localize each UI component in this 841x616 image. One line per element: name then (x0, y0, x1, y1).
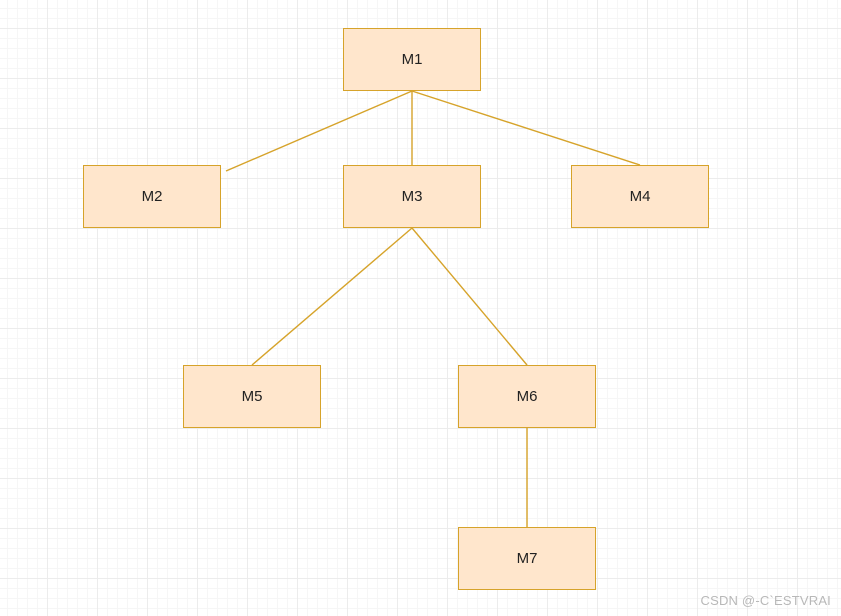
edge-m1-m4 (411, 90, 641, 166)
node-m5[interactable]: M5 (183, 365, 321, 428)
node-m6-label: M6 (516, 388, 538, 405)
node-m2[interactable]: M2 (83, 165, 221, 228)
node-m3-label: M3 (401, 188, 423, 205)
node-m1[interactable]: M1 (343, 28, 481, 91)
edge-m1-m2 (225, 90, 413, 172)
node-m5-label: M5 (241, 388, 263, 405)
node-m7[interactable]: M7 (458, 527, 596, 590)
watermark: CSDN @-C`ESTVRAI (700, 593, 831, 608)
edge-m3-m5 (251, 227, 413, 366)
node-m6[interactable]: M6 (458, 365, 596, 428)
node-m2-label: M2 (141, 188, 163, 205)
node-m4[interactable]: M4 (571, 165, 709, 228)
node-m1-label: M1 (401, 51, 423, 68)
node-m7-label: M7 (516, 550, 538, 567)
node-m4-label: M4 (629, 188, 651, 205)
edge-m3-m6 (411, 227, 528, 366)
node-m3[interactable]: M3 (343, 165, 481, 228)
